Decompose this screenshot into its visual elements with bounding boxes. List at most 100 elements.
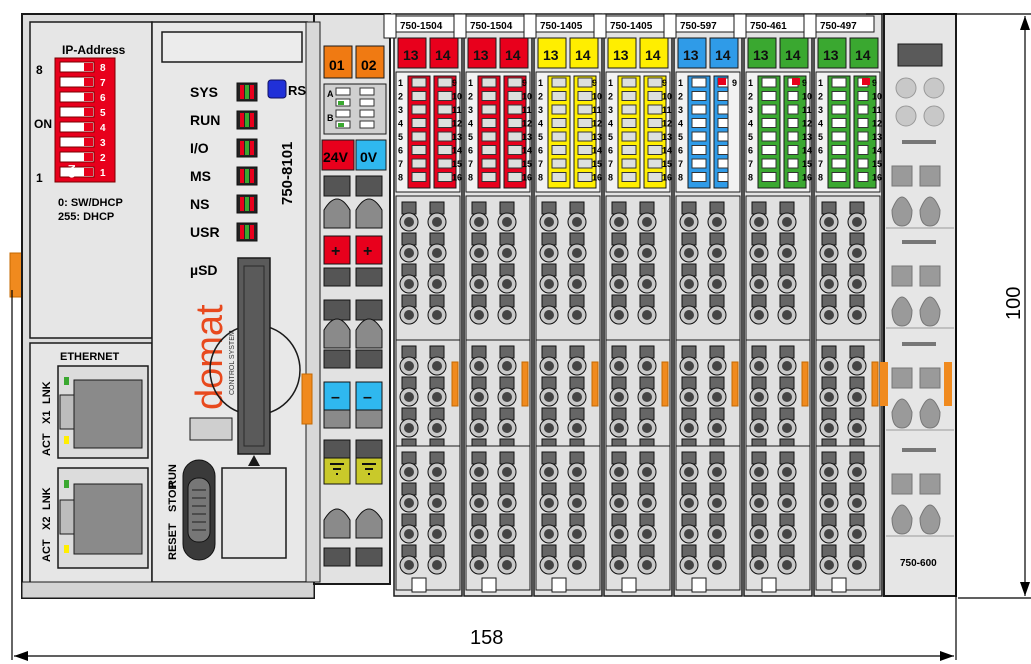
term-num-l-3-6: 6: [538, 146, 543, 156]
supply-24v-label: 24V: [323, 149, 349, 165]
dimension-lines: [11, 13, 1031, 661]
usd-label: µSD: [190, 262, 218, 278]
term-num-l-4-7: 7: [608, 159, 613, 169]
dip-slider-5[interactable]: [59, 106, 95, 118]
term-num-l-6-1: 1: [748, 78, 753, 88]
dip-slider-7[interactable]: [59, 76, 95, 88]
supply-sign-0b: +: [363, 243, 372, 260]
dip-slider-2[interactable]: [59, 151, 95, 163]
x1-lnk: LNK: [41, 381, 53, 404]
term-num-l-6-4: 4: [748, 119, 753, 129]
ip-address-label: IP-Address: [62, 43, 126, 57]
channel-14-5: [709, 37, 739, 69]
term-num-l-1-1: 1: [398, 78, 403, 88]
rst-button[interactable]: [267, 79, 287, 99]
supply-term-0a[interactable]: [323, 235, 351, 265]
microsd-slot[interactable]: [237, 257, 271, 455]
width-dimension: 158: [470, 627, 503, 649]
term-num-l-2-6: 6: [468, 146, 473, 156]
switch-run: RUN: [167, 464, 179, 488]
led-label-3: MS: [190, 168, 211, 184]
supply-terminals[interactable]: ++––: [323, 175, 383, 567]
term-num-r-1-5: 13: [452, 132, 462, 142]
brand-sub: CONTROL SYSTEM: [229, 330, 236, 395]
channel-13-1: [397, 37, 427, 69]
dip-on-text: ON: [67, 165, 77, 179]
term-num-r-6-3: 11: [802, 105, 812, 115]
term-num-l-4-5: 5: [608, 132, 613, 142]
switch-stop: STOP: [167, 482, 179, 512]
ethernet-label: ETHERNET: [60, 351, 120, 363]
channel-13-label-1: 13: [403, 47, 419, 63]
dip-slider-3[interactable]: [59, 136, 95, 148]
term-num-r-3-3: 11: [592, 105, 602, 115]
term-num-l-6-3: 3: [748, 105, 753, 115]
sd-cover: [221, 467, 287, 559]
channel-14-label-5: 14: [715, 47, 731, 63]
term-num-l-1-6: 6: [398, 146, 403, 156]
term-num-r-3-7: 15: [592, 159, 602, 169]
dip-slider-6[interactable]: [59, 91, 95, 103]
label-strip: [161, 31, 303, 63]
term-num-l-7-2: 2: [818, 92, 823, 102]
term-num-l-5-4: 4: [678, 119, 683, 129]
term-num-l-1-2: 2: [398, 92, 403, 102]
term-num-l-7-7: 7: [818, 159, 823, 169]
term-num-l-2-8: 8: [468, 173, 473, 183]
channel-13-label-6: 13: [753, 47, 769, 63]
channel-13-label-7: 13: [823, 47, 839, 63]
brand-logo: domat: [189, 304, 231, 410]
supply-term-1a[interactable]: [323, 381, 351, 411]
led-label-5: USR: [190, 224, 220, 240]
term-num-l-1-4: 4: [398, 119, 403, 129]
channel-14-2: [499, 37, 529, 69]
term-num-r-6-2: 10: [802, 92, 812, 102]
term-num-l-6-2: 2: [748, 92, 753, 102]
term-num-l-3-8: 8: [538, 173, 543, 183]
term-num-r-7-3: 11: [872, 105, 882, 115]
supply-term-0b[interactable]: [355, 235, 383, 265]
term-num-r-7-5: 13: [872, 132, 882, 142]
channel-13-label-2: 13: [473, 47, 489, 63]
channel-14-7: [849, 37, 879, 69]
term-num-r-6-6: 14: [802, 146, 812, 156]
supply-b-label: B: [327, 113, 334, 123]
dip-slider-4[interactable]: [59, 121, 95, 133]
term-num-l-4-6: 6: [608, 146, 613, 156]
term-num-r-4-6: 14: [662, 146, 672, 156]
term-num-r-1-3: 11: [452, 105, 462, 115]
term-num-r-4-1: 9: [662, 78, 667, 88]
term-num-l-5-5: 5: [678, 132, 683, 142]
channel-14-6: [779, 37, 809, 69]
term-num-r-1-6: 14: [452, 146, 462, 156]
term-num-l-2-3: 3: [468, 105, 473, 115]
channel-13-7: [817, 37, 847, 69]
mode-switch[interactable]: [182, 459, 216, 561]
term-num-l-1-5: 5: [398, 132, 403, 142]
dip-knob-4: [84, 123, 93, 131]
term-num-l-7-6: 6: [818, 146, 823, 156]
supply-a-label: A: [327, 89, 334, 99]
term-num-r-3-5: 13: [592, 132, 602, 142]
ethernet-port-x1[interactable]: [57, 365, 149, 459]
term-num-r-6-5: 13: [802, 132, 812, 142]
x1-id: X1: [41, 411, 53, 424]
term-num-r-4-3: 11: [662, 105, 672, 115]
term-num-r-2-8: 16: [522, 173, 532, 183]
supply-term-1b[interactable]: [355, 381, 383, 411]
dip-slider-1[interactable]: [59, 166, 95, 178]
channel-14-label-3: 14: [575, 47, 591, 63]
term-num-r-7-6: 14: [872, 146, 882, 156]
channel-13-label-3: 13: [543, 47, 559, 63]
term-num-r-4-8: 16: [662, 173, 672, 183]
dip-knob-5: [84, 108, 93, 116]
module-model-6: 750-461: [750, 21, 787, 32]
ethernet-port-x2[interactable]: [57, 467, 149, 569]
term-num-l-6-5: 5: [748, 132, 753, 142]
dip-slider-8[interactable]: [59, 61, 95, 73]
term-num-r-3-8: 16: [592, 173, 602, 183]
